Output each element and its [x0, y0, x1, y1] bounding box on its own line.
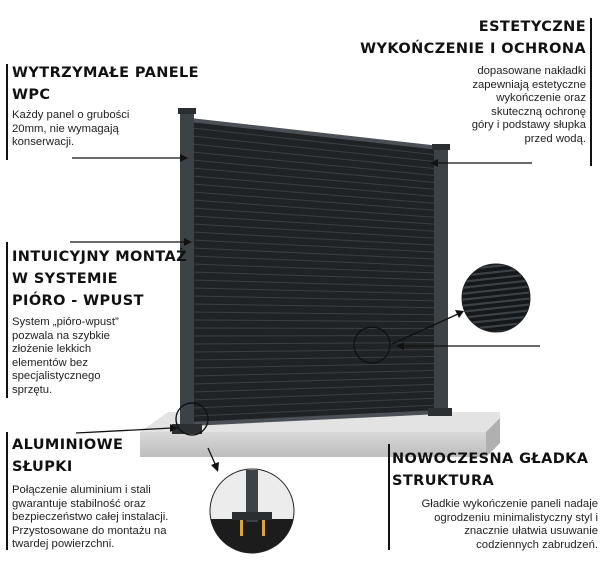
- arrow-posts: [75, 427, 173, 434]
- feature-structure: NOWOCZESNA GŁADKA STRUKTURA Gładkie wyko…: [392, 448, 598, 552]
- panel-board-line: [191, 279, 439, 288]
- feature-finish-title: ESTETYCZNE WYKOŃCZENIE I OCHRONA: [360, 19, 586, 57]
- zoom-board-line: [462, 278, 530, 290]
- panel-board-line: [191, 369, 439, 377]
- panel-board-line: [191, 199, 439, 218]
- post-left: [172, 108, 202, 434]
- zoom-board-line: [460, 334, 534, 342]
- panel-board-line: [191, 319, 439, 323]
- post-foot-zoom-bubble: [209, 468, 295, 554]
- panel-board-line: [191, 295, 439, 302]
- panel-board-line: [191, 215, 439, 232]
- zoom-board-line: [462, 296, 530, 308]
- feature-posts: ALUMINIOWE SŁUPKI Połączenie aluminium i…: [12, 434, 222, 552]
- panels-accent-bar: [6, 64, 8, 160]
- panel-board-line: [191, 271, 439, 281]
- fence-panel: [189, 118, 441, 426]
- panel-board-line: [191, 342, 439, 345]
- zoom-board-line: [462, 302, 530, 314]
- panel-board-line: [191, 231, 439, 246]
- panel-board-line: [191, 159, 439, 184]
- posts-accent-bar: [6, 432, 8, 550]
- post-base-highlight: [175, 402, 209, 436]
- texture-zoom-bubble: [460, 263, 534, 348]
- panel-board-line: [191, 362, 439, 369]
- feature-posts-desc: Połączenie aluminium i stali gwarantuje …: [12, 484, 169, 551]
- panel-board-line: [191, 390, 439, 401]
- panel-board-line: [191, 376, 439, 385]
- panel-board-line: [191, 287, 439, 295]
- panel-board-line: [191, 348, 439, 353]
- zoom-board-line: [462, 290, 530, 302]
- panel-board-line: [191, 191, 439, 212]
- panel-board-line: [191, 327, 439, 330]
- panel-board-line: [191, 167, 439, 191]
- feature-finish-desc: dopasowane nakładki zapewniają estetyczn…: [471, 65, 586, 145]
- panel-board-line: [191, 355, 439, 361]
- panel-board-line: [191, 397, 439, 409]
- panel-board-line: [191, 311, 439, 316]
- panel-board-line: [191, 223, 439, 239]
- panel-board-line: [191, 383, 439, 393]
- mounting-accent-bar: [6, 242, 8, 398]
- arrow-texture-zoom: [391, 313, 459, 345]
- zoom-board-line: [462, 308, 530, 320]
- panel-board-line: [191, 239, 439, 253]
- panel-board-line: [191, 404, 439, 417]
- finish-accent-bar: [590, 18, 592, 166]
- feature-panels-desc: Każdy panel o grubości 20mm, nie wymagaj…: [12, 109, 130, 149]
- feature-structure-desc: Gładkie wykończenie paneli nadaje ogrodz…: [421, 498, 598, 551]
- zoom-board-line: [462, 284, 530, 296]
- feature-panels-title: WYTRZYMAŁE PANELE WPC: [12, 65, 199, 103]
- arrow-post-zoom: [207, 447, 217, 467]
- panel-board-line: [191, 255, 439, 267]
- feature-mounting-desc: System „pióro-wpust” pozwala na szybkie …: [12, 316, 119, 396]
- panel-board-line: [191, 135, 439, 163]
- texture-highlight: [353, 326, 391, 364]
- panel-board-line: [191, 247, 439, 260]
- feature-panels: WYTRZYMAŁE PANELE WPC Każdy panel o grub…: [12, 62, 199, 150]
- panel-board-line: [191, 175, 439, 198]
- structure-accent-bar: [388, 444, 390, 550]
- feature-mounting: INTUICYJNY MONTAŻ W SYSTEMIE PIÓRO - WPU…: [12, 246, 192, 398]
- panel-board-line: [191, 263, 439, 274]
- panel-board-line: [191, 127, 439, 156]
- panel-board-line: [191, 303, 439, 309]
- zoom-board-line: [460, 340, 534, 348]
- panel-board-line: [191, 183, 439, 205]
- panel-board-line: [191, 207, 439, 225]
- feature-finish: ESTETYCZNE WYKOŃCZENIE I OCHRONA dopasow…: [356, 16, 586, 147]
- feature-posts-title: ALUMINIOWE SŁUPKI: [12, 437, 124, 475]
- panel-board-line: [191, 151, 439, 177]
- panel-board-line: [191, 143, 439, 170]
- feature-mounting-title: INTUICYJNY MONTAŻ W SYSTEMIE PIÓRO - WPU…: [12, 249, 188, 309]
- feature-structure-title: NOWOCZESNA GŁADKA STRUKTURA: [392, 451, 589, 489]
